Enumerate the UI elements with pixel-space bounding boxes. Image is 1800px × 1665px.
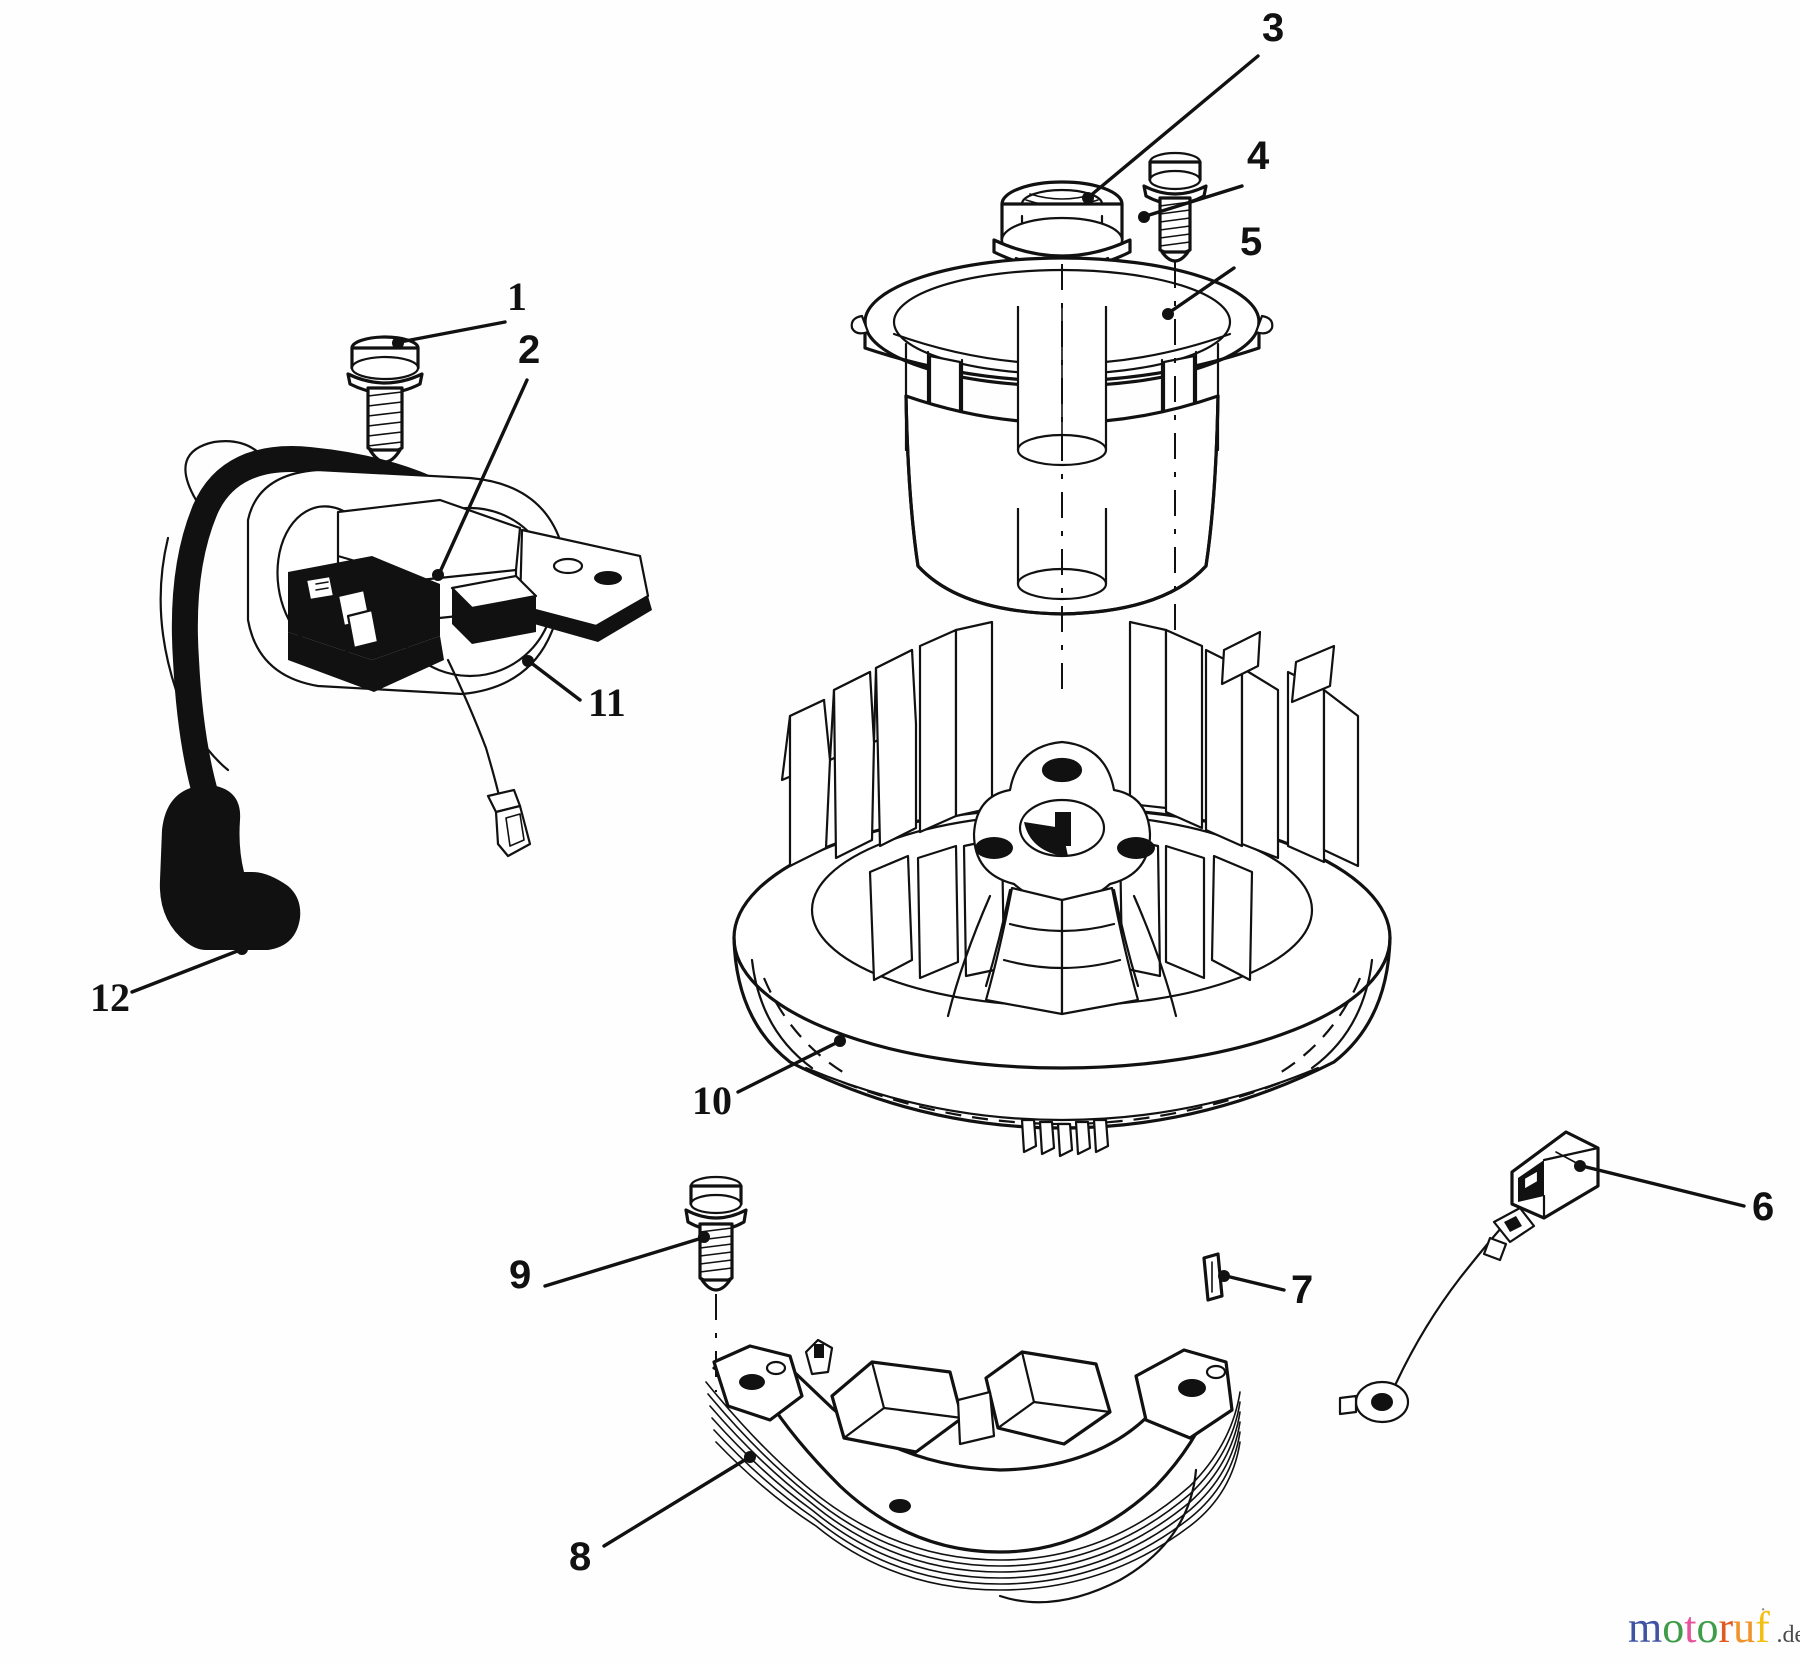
callout-7: 7 <box>1291 1268 1314 1312</box>
callout-8: 8 <box>569 1535 592 1579</box>
watermark-letter-r: r <box>1718 1603 1734 1652</box>
starter-cup-icon <box>850 256 1274 700</box>
callout-12: 12 <box>90 975 130 1020</box>
callout-11: 11 <box>588 680 626 725</box>
flange-bolt-icon <box>346 335 424 464</box>
callout-2: 2 <box>518 328 541 372</box>
wire-harness <box>1338 1130 1600 1424</box>
spark-plug-boot-icon <box>159 786 301 950</box>
ignition-coil-group <box>159 335 652 950</box>
callout-5: 5 <box>1240 220 1263 264</box>
eyelet-terminal-icon <box>1338 1380 1410 1424</box>
watermark-suffix: .de <box>1776 1622 1800 1648</box>
watermark-letter-t: t <box>1684 1603 1697 1652</box>
callout-4: 4 <box>1247 134 1270 178</box>
stator-armature-icon <box>705 1338 1241 1604</box>
stator-bolt-icon <box>684 1175 748 1392</box>
watermark-letter-m: m <box>1628 1603 1663 1652</box>
wire-connector-icon <box>1510 1130 1600 1220</box>
ring-gear-teeth <box>1020 1118 1110 1158</box>
watermark-letter-o2: o <box>1696 1603 1719 1652</box>
flywheel-group <box>684 151 1600 1604</box>
spade-connector-icon <box>486 788 532 858</box>
inline-spade-icon <box>1482 1206 1536 1262</box>
callout-leaders <box>130 54 1746 1548</box>
callout-1: 1 <box>507 274 527 319</box>
fan-blades-front <box>868 836 1254 982</box>
watermark-letter-o1: o <box>1662 1603 1685 1652</box>
flywheel-key-icon <box>1202 1252 1224 1302</box>
motoruf-watermark: motoruf· .de <box>1628 1600 1800 1652</box>
callout-3: 3 <box>1262 6 1285 50</box>
watermark-letter-u: u <box>1733 1603 1756 1652</box>
watermark-accent-dot: · <box>1759 1599 1767 1621</box>
callout-10: 10 <box>692 1078 732 1123</box>
callout-9: 9 <box>509 1253 532 1297</box>
watermark-letter-f: f <box>1755 1603 1770 1652</box>
flywheel-hub <box>972 740 1155 904</box>
callout-6: 6 <box>1752 1185 1775 1229</box>
flywheel-icon <box>732 620 1392 1158</box>
fan-blades <box>780 620 1360 868</box>
